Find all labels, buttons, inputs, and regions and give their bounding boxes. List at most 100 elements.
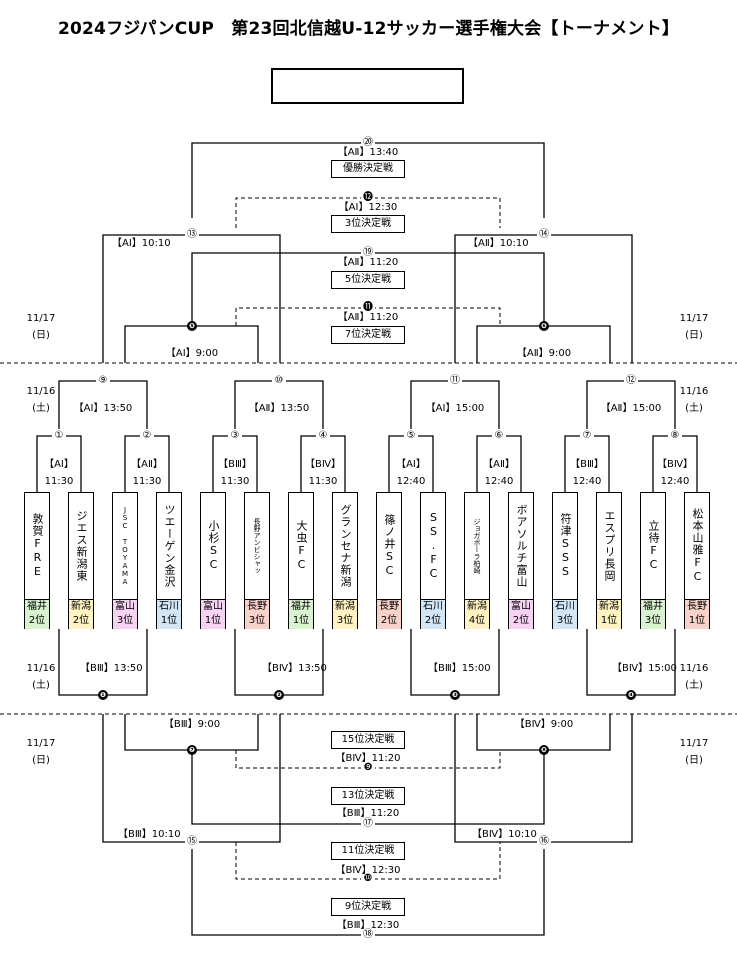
match-court: 【AⅠ】 <box>396 459 426 470</box>
match-number: ⑪ <box>448 374 462 388</box>
team-prefecture: 新潟 <box>71 601 91 612</box>
team-rank-value: 1位 <box>600 615 618 626</box>
lower-consolation-label: 【BⅢ】9:00 <box>163 719 221 730</box>
team-name: 符津SSS <box>559 513 572 579</box>
placement-number: ⑳ <box>361 136 375 150</box>
team-rank-value: 2位 <box>380 615 398 626</box>
lower-placement-title: 13位決定戦 <box>331 787 405 805</box>
team-box: 大虫FC 福井 1位 <box>288 492 314 629</box>
team-name: 大虫FC <box>295 520 308 572</box>
placement-title: 7位決定戦 <box>331 326 405 344</box>
date-line: (日) <box>685 755 703 766</box>
placement-label: 【AⅡ】11:20 <box>337 312 399 323</box>
lower-consolation-label: 【BⅣ】9:00 <box>514 719 574 730</box>
team-name: エスプリ長岡 <box>603 510 616 582</box>
date-line: 11/17 <box>26 313 56 324</box>
placement-label: 【AⅠ】12:30 <box>338 202 398 213</box>
lower-r2-bracket <box>586 629 676 696</box>
match-court: 【AⅡ】 <box>483 459 515 470</box>
team-rank-value: 2位 <box>512 615 530 626</box>
lower-placement-title: 9位決定戦 <box>331 898 405 916</box>
semi-number: ⑭ <box>537 228 551 242</box>
lower-match-label: 【BⅣ】15:00 <box>612 663 677 674</box>
placement-label: 【AⅡ】11:20 <box>337 257 399 268</box>
team-name: 敦賀FRE <box>31 513 44 579</box>
lower-placement-number: ⑱ <box>361 928 375 942</box>
lower-r2-bracket <box>234 629 324 696</box>
lower-placement-label: 【BⅢ】11:20 <box>336 808 400 819</box>
team-rank-value: 2位 <box>28 615 46 626</box>
lower-semi-number: ⑯ <box>537 835 551 849</box>
match-number: ⑩ <box>272 374 286 388</box>
semi-label: 【AⅠ】10:10 <box>112 238 171 249</box>
placement-title: 5位決定戦 <box>331 271 405 289</box>
team-rank-value: 1位 <box>688 615 706 626</box>
lower-placement-number: ⑰ <box>361 817 375 831</box>
placement-label: 【AⅡ】13:40 <box>337 147 399 158</box>
team-rank-value: 4位 <box>468 615 486 626</box>
lower-match-label: 【BⅢ】13:50 <box>80 663 143 674</box>
team-name: ジョガボーラ柏崎 <box>473 518 481 574</box>
team-name: SS.FC <box>427 511 440 581</box>
team-rank-value: 1位 <box>292 615 310 626</box>
team-name: 小杉SC <box>207 520 220 572</box>
lower-match-number: ❶ <box>98 690 108 700</box>
lower-r2-bracket <box>410 629 500 696</box>
match-label: 【AⅠ】13:50 <box>73 403 133 414</box>
team-prefecture: 長野 <box>247 601 267 612</box>
team-name: JSC TOYAMA <box>121 506 129 586</box>
team-prefecture: 福井 <box>643 601 663 612</box>
placement-title: 優勝決定戦 <box>331 160 405 178</box>
lower-placement-label: 【BⅣ】11:20 <box>335 753 401 764</box>
lower-placement-number: ❾ <box>361 761 375 775</box>
match-label: 【AⅡ】15:00 <box>600 403 662 414</box>
lower-placement-title: 15位決定戦 <box>331 731 405 749</box>
match-number: ⑧ <box>668 429 682 443</box>
placement-title: 3位決定戦 <box>331 215 405 233</box>
match-label: 【AⅡ】13:50 <box>248 403 310 414</box>
upper-consolation-label: 【AⅠ】9:00 <box>165 348 219 359</box>
team-name: グランセナ新潟 <box>339 504 352 588</box>
date-line: (土) <box>32 680 50 691</box>
team-name: 長野アンビシャッ <box>253 518 261 574</box>
match-court: 【BⅣ】 <box>304 459 342 470</box>
match-number: ① <box>52 429 66 443</box>
champion-box <box>271 68 464 104</box>
upper-consolation-number: ❻ <box>539 321 549 331</box>
upper-consolation-number: ❺ <box>187 321 197 331</box>
date-line: (日) <box>32 330 50 341</box>
team-prefecture: 石川 <box>159 601 179 612</box>
team-prefecture: 富山 <box>203 601 223 612</box>
date-line: 11/17 <box>679 738 709 749</box>
lower-semi-number: ⑮ <box>185 835 199 849</box>
team-name: 立待FC <box>647 520 660 572</box>
lower-placement-label: 【BⅣ】12:30 <box>335 865 401 876</box>
date-line: 11/16 <box>26 663 56 674</box>
match-number: ⑨ <box>96 374 110 388</box>
page-title: 2024フジパンCUP 第23回北信越U-12サッカー選手権大会【トーナメント】 <box>57 19 680 39</box>
match-court: 【BⅢ】 <box>570 459 604 470</box>
lower-semi-label: 【BⅣ】10:10 <box>472 829 537 840</box>
team-rank-value: 3位 <box>248 615 266 626</box>
team-prefecture: 福井 <box>291 601 311 612</box>
date-label: 11/17(日) <box>677 310 711 344</box>
match-time: 12:40 <box>484 476 514 487</box>
lower-match-number: ❹ <box>626 690 636 700</box>
team-box: 長野アンビシャッ長野 3位 <box>244 492 270 629</box>
match-time: 11:30 <box>44 476 74 487</box>
lower-match-label: 【BⅣ】13:50 <box>262 663 327 674</box>
match-label: 【AⅠ】15:00 <box>425 403 485 414</box>
lower-semi-label: 【BⅢ】10:10 <box>118 829 181 840</box>
match-number: ④ <box>316 429 330 443</box>
